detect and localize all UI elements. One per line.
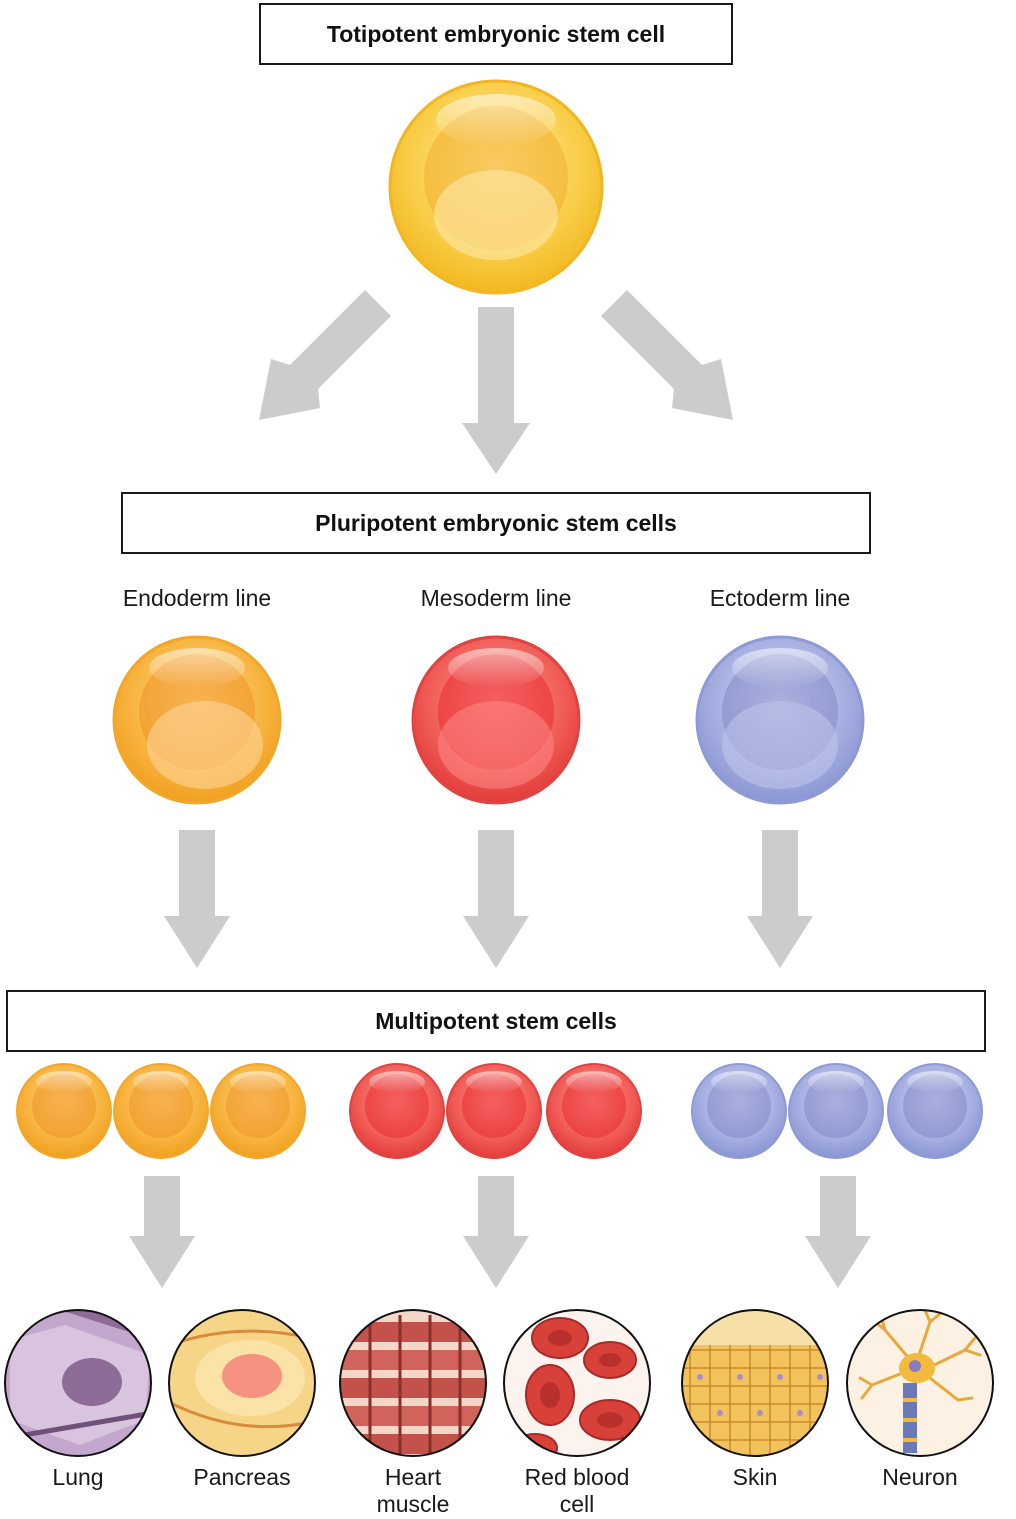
skin-caption: Skin [732,1464,778,1490]
totipotent-cell [388,79,604,295]
lung-caption: Lung [52,1464,104,1490]
red-blood-cell-caption: Red blood cell [524,1464,630,1517]
arrow-to-mesoderm [462,307,530,474]
multipotent-mesoderm-cells [349,1063,642,1159]
heart-muscle-tissue-image [339,1309,487,1457]
skin-tissue-image [681,1309,829,1457]
ectoderm-cell [695,635,865,805]
pancreas-tissue-image [168,1309,316,1457]
mesoderm-cell [411,635,581,805]
endoderm-cell [112,635,282,805]
lung-tissue-image [4,1309,152,1457]
pluripotent-box: Pluripotent embryonic stem cells [121,492,871,554]
ectoderm-label: Ectoderm line [709,585,851,611]
neuron-tissue-image [846,1309,994,1457]
pluripotent-title: Pluripotent embryonic stem cells [315,509,677,536]
neuron-caption: Neuron [882,1464,958,1490]
mesoderm-label: Mesoderm line [420,585,572,611]
pancreas-caption: Pancreas [193,1464,291,1490]
arrow-ectoderm-down [747,830,813,968]
arrow-endoderm-tissue [129,1176,195,1288]
multipotent-box: Multipotent stem cells [6,990,986,1052]
heart-muscle-caption: Heart muscle [376,1464,450,1517]
endoderm-label: Endoderm line [122,585,272,611]
totipotent-title: Totipotent embryonic stem cell [326,20,666,47]
multipotent-endoderm-cells [16,1063,306,1159]
arrow-ectoderm-tissue [805,1176,871,1288]
multipotent-title: Multipotent stem cells [375,1007,617,1034]
arrow-mesoderm-down [463,830,529,968]
arrow-mesoderm-tissue [463,1176,529,1288]
arrow-to-ectoderm [601,290,733,420]
multipotent-ectoderm-cells [691,1063,983,1159]
red-blood-cell-tissue-image [503,1309,651,1457]
arrow-to-endoderm [259,290,391,420]
totipotent-box: Totipotent embryonic stem cell [259,3,733,65]
arrow-endoderm-down [164,830,230,968]
